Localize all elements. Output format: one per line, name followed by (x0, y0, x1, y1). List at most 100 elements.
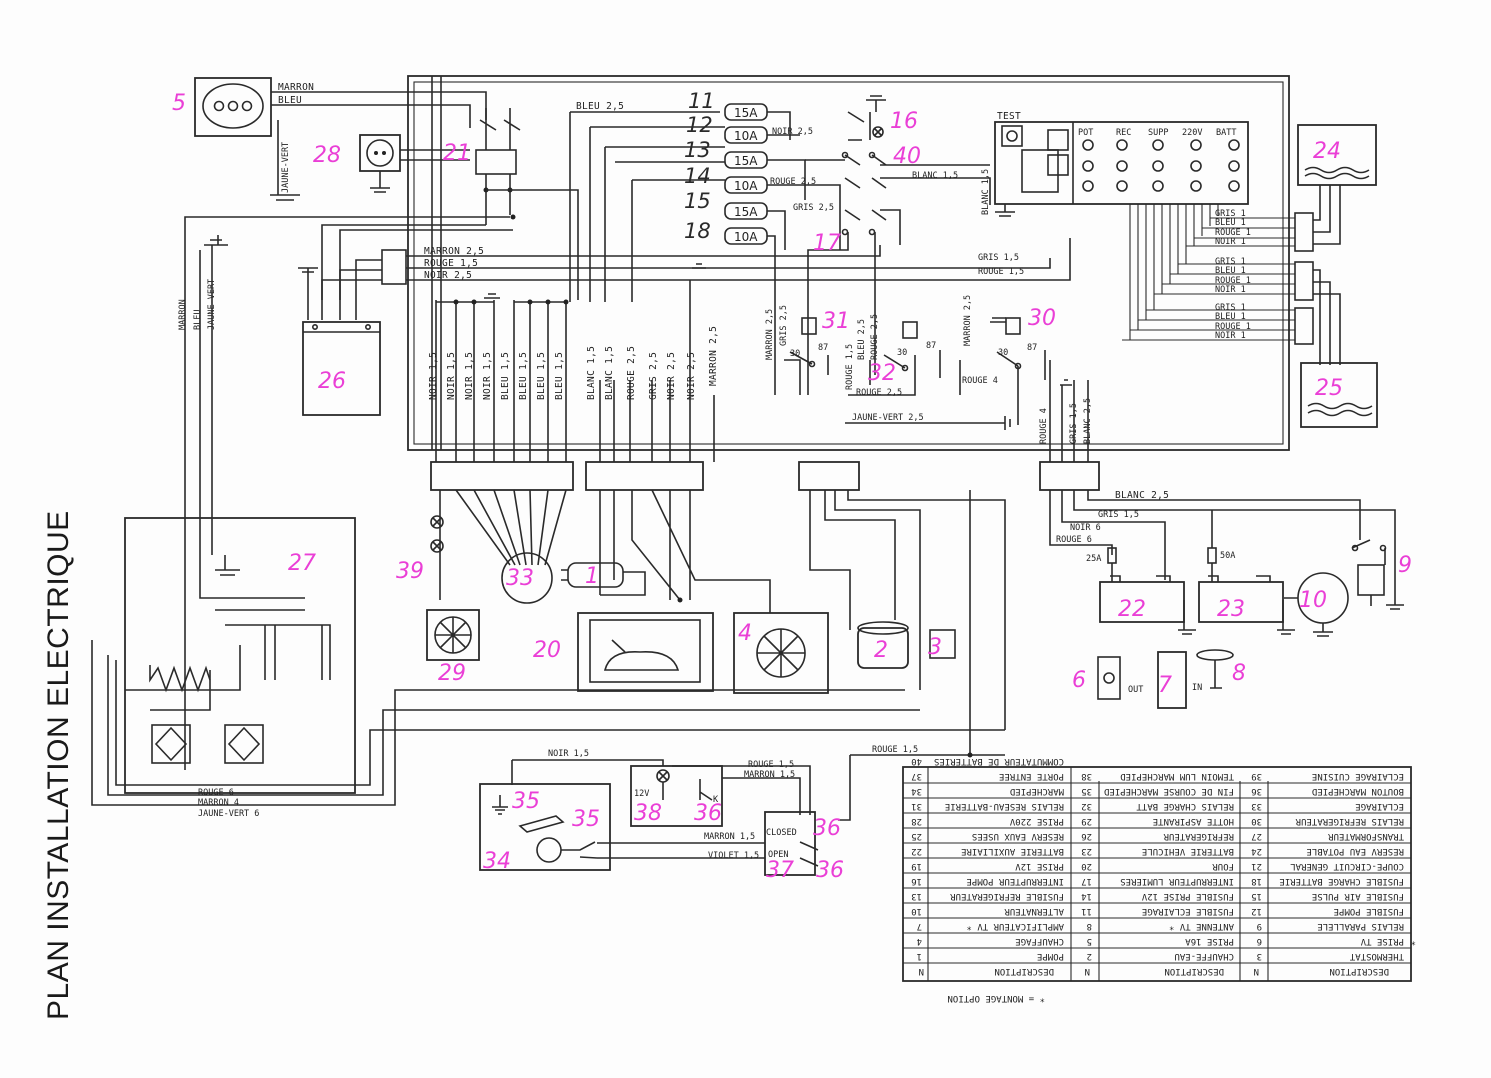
wire-label-gris-15: GRIS 1,5 (978, 253, 1019, 263)
legend-cell-r11-c2: 35 (1081, 786, 1092, 796)
wire-label-rouge-4: ROUGE 4 (962, 376, 998, 386)
legend-cell-r2-c4: 9 (1257, 921, 1262, 931)
fuse-11-rating: 15A (734, 106, 758, 120)
panel-output-wires (1129, 204, 1219, 340)
legend-cell-r10-c4: 33 (1251, 801, 1262, 811)
transformer-wires (91, 609, 1005, 806)
callout-29: 29 (438, 661, 466, 686)
fuse-12-id: 12 (686, 113, 713, 137)
legend-cell-r11-c4: 36 (1251, 786, 1262, 796)
legend-cell-r4-c5: FUSIBLE AIR PULSE (1312, 891, 1404, 901)
legend-cell-r4-c0: 13 (911, 891, 922, 901)
legend-cell-r2-c0: 7 (917, 921, 922, 931)
relay-wire-6: MARRON 2,5 (963, 295, 973, 346)
transformer (124, 517, 356, 794)
wire-label-marron-top: MARRON (278, 82, 314, 93)
battery-fuse-wires (1111, 510, 1213, 582)
relay30-30: 30 (998, 348, 1008, 358)
bundle-label-6: BLEU 1,5 (518, 352, 529, 400)
callout-8: 8 (1232, 661, 1246, 686)
tv-out-label: OUT (1128, 685, 1143, 695)
fridge-ground (298, 267, 318, 320)
wire-label-blanc-15: BLANC 1,5 (912, 171, 958, 181)
callout-6: 6 (1072, 668, 1086, 693)
label-closed: CLOSED (766, 828, 797, 838)
conn1-noir: NOIR 1 (1215, 237, 1246, 247)
kitchen-lights (430, 515, 444, 553)
lower-feed-wires (439, 489, 1006, 730)
callout-25: 25 (1315, 376, 1343, 401)
relay32-30: 30 (897, 348, 907, 358)
bundle-label-1: NOIR 1,5 (428, 352, 439, 400)
legend-cell-r7-c2: 23 (1081, 846, 1092, 856)
callout-33: 33 (506, 566, 534, 591)
battery-vehicle (1198, 575, 1295, 635)
wire-label-noir-25: NOIR 2,5 (424, 270, 472, 281)
legend-cell-r1-c3: PRISE 16A (1185, 936, 1234, 946)
panel-test-label: TEST (997, 111, 1021, 122)
bundle-label-13: NOIR 2,5 (666, 352, 677, 400)
label-k: K (713, 795, 719, 805)
legend-cell-r5-c5: FUSIBLE CHARGE BATTERIE (1279, 876, 1404, 886)
wire-label-jaune-vert-25: JAUNE-VERT 2,5 (852, 413, 924, 423)
legend-cell-r9-c0: 28 (911, 816, 922, 826)
step-lamp-wires (672, 765, 811, 815)
callout-21: 21 (443, 141, 471, 166)
step-feed-wire (838, 490, 1005, 821)
callout-40: 40 (893, 144, 921, 169)
wire-label-bleu-top: BLEU (278, 95, 302, 106)
legend-cell-r1-c5: PRISE TV (1360, 936, 1404, 946)
fresh-water-tank (1297, 124, 1377, 186)
bundle-label-12: GRIS 2,5 (648, 352, 659, 400)
panel-ground (995, 204, 1015, 217)
connector-group-2: GRIS 1 BLEU 1 ROUGE 1 NOIR 1 (1215, 257, 1314, 301)
tv-amplifier (1157, 651, 1187, 709)
legend-cell-r12-c0: 37 (911, 771, 922, 781)
bundle-label-5: BLEU 1,5 (500, 352, 511, 400)
legend-cell-r2-c2: 8 (1087, 921, 1092, 931)
legend-cell-r7-c3: BATTERIE VEHICULE (1142, 846, 1234, 856)
wire-label-marron-25: MARRON 2,5 (424, 246, 484, 257)
callout-37: 37 (766, 858, 794, 883)
tv-socket (1097, 656, 1121, 700)
water-pump (561, 562, 646, 596)
legend-cell-r4-c4: 15 (1251, 891, 1262, 901)
relay31-87: 87 (818, 343, 828, 353)
parallel-relay (1351, 539, 1404, 610)
legend-cell-r7-c4: 24 (1251, 846, 1262, 856)
legend-cell-r9-c3: HOTTE ASPIRANTE (1153, 816, 1234, 826)
waste-water-tank (1300, 362, 1378, 428)
harness-connectors (430, 461, 1100, 491)
tv-antenna (1196, 649, 1234, 689)
indicator-supp: SUPP (1148, 128, 1168, 138)
fuse-14-rating: 10A (734, 179, 758, 193)
legend-cell-r10-c1: RELAIS RESEAU-BATTERIE (945, 801, 1064, 811)
legend-cell-r6-c3: FOUR (1212, 861, 1234, 871)
junction-dot-2 (967, 752, 973, 758)
callout-31: 31 (822, 309, 850, 334)
refrigerator (302, 321, 381, 416)
conn2-rouge: ROUGE 1 (1215, 276, 1251, 286)
conn1-gris: GRIS 1 (1215, 209, 1246, 219)
relay-wire-3: ROUGE 1,5 (845, 344, 855, 390)
wire-label-bleu-25: BLEU 2,5 (576, 101, 624, 112)
legend-cell-r8-c0: 25 (911, 831, 922, 841)
legend-cell-r1-c2: 5 (1087, 936, 1092, 946)
callout-35: 35 (512, 789, 540, 814)
legend-cell-r11-c3: FIN DE COURSE MARCHEPIED (1104, 786, 1234, 796)
bundle-label-7: BLEU 1,5 (536, 352, 547, 400)
wire-label-rouge-15-c: ROUGE 1,5 (872, 745, 918, 755)
callout-9: 9 (1398, 553, 1412, 578)
fuse-15-id: 15 (684, 189, 711, 213)
fuse-18-id: 18 (684, 219, 711, 243)
bundle-label-8: BLEU 1,5 (554, 352, 565, 400)
fuse-13-id: 13 (684, 138, 711, 162)
callout-27: 27 (288, 551, 316, 576)
wire-label-rouge-6-b: ROUGE 6 (198, 788, 234, 798)
callout-32: 32 (868, 361, 896, 386)
socket-220v (359, 134, 401, 193)
callout-30: 30 (1028, 306, 1056, 331)
legend-cell-r8-c5: TRANSFORMATEUR (1328, 831, 1404, 841)
switch-wires (790, 159, 991, 395)
